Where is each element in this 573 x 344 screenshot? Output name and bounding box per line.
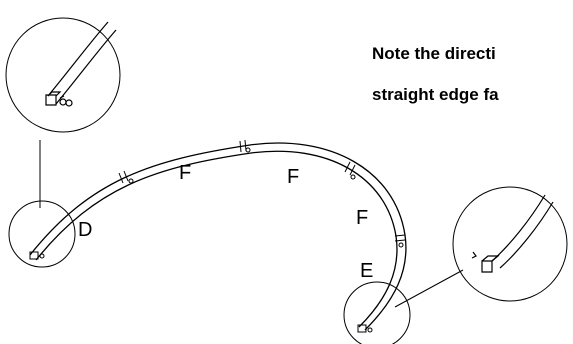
end-cap-left [29, 251, 45, 260]
label-f-2: F [287, 166, 299, 188]
detail-circle-small-left [8, 200, 76, 268]
end-cap-right [357, 324, 373, 333]
label-f-3: F [356, 207, 368, 229]
note-line-2: straight edge fa [372, 85, 499, 104]
detail-circle-small-right [343, 281, 411, 344]
joint-connector-2 [239, 139, 251, 153]
label-e: E [360, 260, 373, 282]
magnified-rail-left [45, 21, 117, 107]
joint-connector-3 [344, 161, 356, 180]
magnified-detail-circle-left [5, 17, 121, 133]
magnified-detail-circle-right [452, 186, 568, 302]
joint-connectors [118, 139, 406, 248]
label-f-1: F [179, 162, 191, 184]
label-d: D [78, 219, 92, 241]
note-line-1: Note the directi [372, 44, 496, 63]
joint-connector-4 [394, 234, 406, 248]
leader-line-right [394, 269, 464, 308]
curved-track [29, 142, 407, 331]
magnified-rail-right [471, 194, 554, 273]
joint-connector-1 [118, 170, 134, 184]
